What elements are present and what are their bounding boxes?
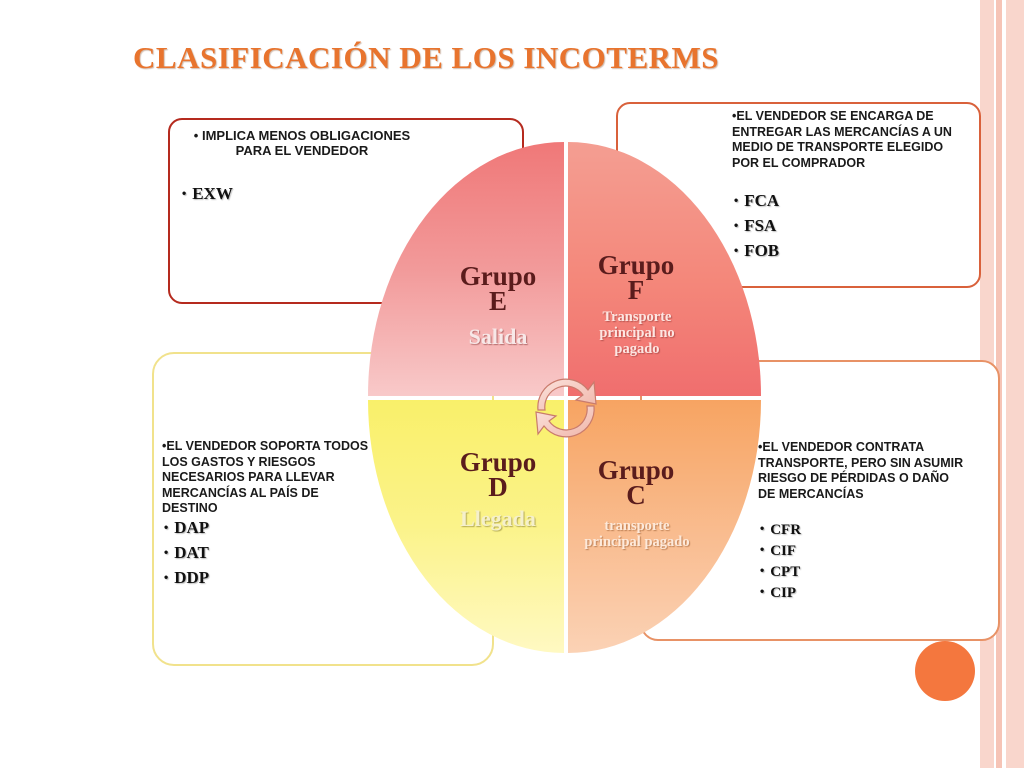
- group-e-quadrant: Grupo E Salida: [368, 142, 564, 396]
- bullet-dot: •: [164, 520, 169, 534]
- term-label: FSA: [744, 216, 777, 235]
- decor-circle-icon: [915, 641, 975, 701]
- term-label: DDP: [174, 568, 210, 587]
- bullet-dot: •: [760, 542, 765, 556]
- bullet-dot: •: [164, 570, 169, 584]
- term-label: EXW: [192, 184, 233, 203]
- group-c-name-line1: Grupo: [597, 455, 675, 485]
- group-d-subtitle: Llegada: [460, 506, 536, 531]
- group-f-terms: • FCA • FSA • FOB: [734, 189, 779, 264]
- term-item: • EXW: [182, 182, 233, 207]
- term-item: • CIP: [760, 583, 801, 604]
- term-label: FOB: [744, 241, 780, 260]
- group-d-terms: • DAP • DAT • DDP: [164, 516, 209, 591]
- group-e-name: Grupo E: [438, 261, 558, 316]
- group-f-bullet: •EL VENDEDOR SE ENCARGA DE ENTREGAR LAS …: [732, 109, 968, 171]
- bullet-dot: •: [758, 440, 763, 454]
- bullet-dot: •: [760, 584, 765, 598]
- group-c-name-line2: C: [626, 480, 646, 510]
- group-e-name-line2: E: [488, 286, 507, 316]
- group-f-quadrant: Grupo F Transporte principal no pagado: [568, 142, 761, 396]
- bullet-dot: •: [734, 218, 739, 232]
- term-item: • DDP: [164, 566, 209, 591]
- group-c-name: Grupo C: [574, 455, 698, 510]
- group-f-name-line2: F: [627, 275, 645, 305]
- group-f-subtitle: Transporte principal no pagado: [599, 309, 675, 357]
- group-e-subtitle: Salida: [468, 324, 528, 349]
- group-f-description: EL VENDEDOR SE ENCARGA DE ENTREGAR LAS M…: [732, 109, 952, 170]
- decor-stripe: [1006, 0, 1024, 768]
- term-item: • FSA: [734, 214, 779, 239]
- term-label: CPT: [770, 564, 801, 580]
- bullet-dot: •: [760, 563, 765, 577]
- bullet-dot: •: [164, 545, 169, 559]
- group-f-box: [616, 102, 981, 288]
- term-item: • FCA: [734, 189, 779, 214]
- group-d-bullet: •EL VENDEDOR SOPORTA TODOS LOS GASTOS Y …: [162, 439, 377, 517]
- incoterms-oval: Grupo E Salida Grupo F Transporte princi…: [368, 142, 761, 653]
- term-item: • DAP: [164, 516, 209, 541]
- term-item: • CPT: [760, 562, 801, 583]
- term-item: • CFR: [760, 520, 801, 541]
- group-f-name-line1: Grupo: [597, 250, 675, 280]
- term-label: DAT: [174, 543, 209, 562]
- group-d-name-line1: Grupo: [459, 447, 537, 477]
- bullet-dot: •: [760, 521, 765, 535]
- slide-title: CLASIFICACIÓN DE LOS INCOTERMS: [133, 40, 720, 75]
- group-e-name-line1: Grupo: [459, 261, 537, 291]
- term-label: CIP: [770, 585, 797, 601]
- group-f-name: Grupo F: [574, 250, 698, 305]
- group-d-name: Grupo D: [438, 447, 558, 502]
- group-c-description: EL VENDEDOR CONTRATA TRANSPORTE, PERO SI…: [758, 440, 964, 501]
- group-c-subtitle: transporte principal pagado: [584, 518, 690, 550]
- cycle-arrows-icon: [535, 378, 597, 438]
- group-d-name-line2: D: [488, 472, 508, 502]
- term-label: CFR: [770, 522, 802, 538]
- term-label: CIF: [770, 543, 797, 559]
- group-c-bullet: •EL VENDEDOR CONTRATA TRANSPORTE, PERO S…: [758, 440, 968, 502]
- group-e-description: IMPLICA MENOS OBLIGACIONES PARA EL VENDE…: [201, 128, 411, 158]
- group-c-terms: • CFR • CIF • CPT • CIP: [760, 520, 801, 604]
- bullet-dot: •: [734, 193, 739, 207]
- term-item: • DAT: [164, 541, 209, 566]
- group-d-description: EL VENDEDOR SOPORTA TODOS LOS GASTOS Y R…: [162, 439, 369, 515]
- group-e-terms: • EXW: [182, 182, 233, 207]
- term-label: FCA: [744, 191, 780, 210]
- bullet-dot: •: [182, 186, 187, 200]
- term-item: • FOB: [734, 239, 779, 264]
- bullet-dot: •: [732, 109, 737, 123]
- term-label: DAP: [174, 518, 210, 537]
- bullet-dot: •: [734, 243, 739, 257]
- group-e-bullet: • IMPLICA MENOS OBLIGACIONES PARA EL VEN…: [192, 128, 412, 158]
- bullet-dot: •: [193, 128, 202, 143]
- bullet-dot: •: [162, 439, 167, 453]
- term-item: • CIF: [760, 541, 801, 562]
